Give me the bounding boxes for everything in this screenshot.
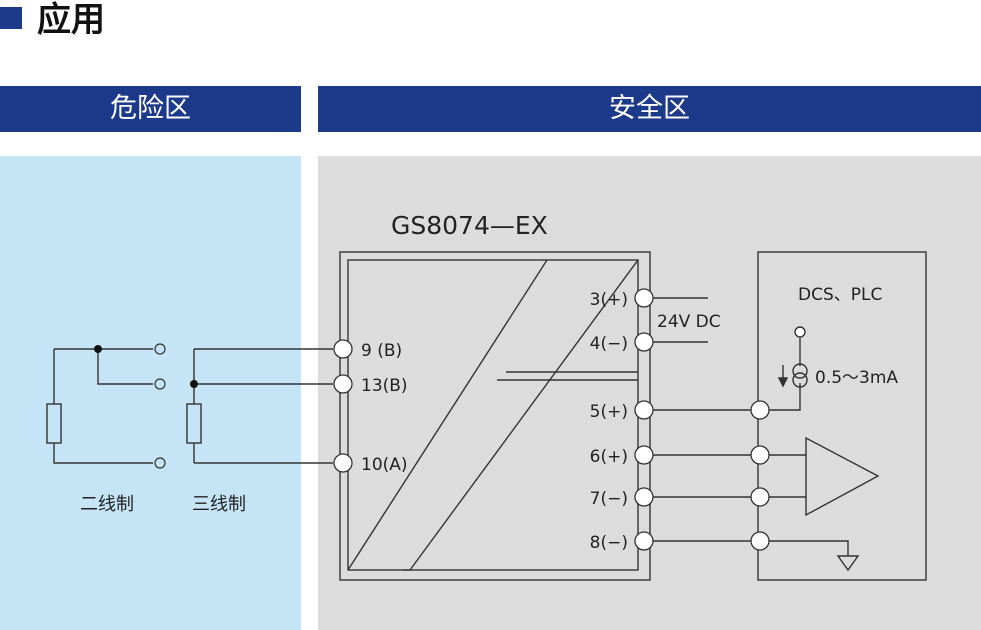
three-wire-label: 三线制 xyxy=(192,494,246,515)
terminal-9-label: 9 (B) xyxy=(361,341,402,361)
hazard-zone-header: 危险区 xyxy=(0,86,301,132)
two-wire-label: 二线制 xyxy=(80,494,134,515)
amplifier-triangle xyxy=(805,436,880,517)
terminal-4 xyxy=(634,332,654,352)
power-label: 24V DC xyxy=(657,312,721,332)
title-marker xyxy=(0,7,22,29)
hazard-zone-area xyxy=(0,156,301,630)
terminal-9 xyxy=(333,339,353,359)
terminal-6-label: 6(+) xyxy=(590,447,628,467)
two-wire-terminal xyxy=(154,378,166,390)
page-title: 应用 xyxy=(37,0,105,40)
terminal-13-label: 13(B) xyxy=(361,376,408,396)
three-wire-resistor xyxy=(186,403,202,444)
terminal-13 xyxy=(333,374,353,394)
dcs-terminal-5 xyxy=(750,400,770,420)
terminal-8-label: 8(−) xyxy=(590,533,628,553)
terminal-6 xyxy=(634,445,654,465)
terminal-7-label: 7(−) xyxy=(590,489,628,509)
two-wire-terminal xyxy=(154,457,166,469)
safe-zone-header: 安全区 xyxy=(318,86,981,132)
device-model-label: GS8074—EX xyxy=(391,211,548,240)
terminal-5 xyxy=(634,400,654,420)
isolation-barrier-left xyxy=(347,259,548,571)
dcs-label: DCS、PLC xyxy=(798,285,882,305)
dcs-node-icon xyxy=(794,326,806,338)
current-label: 0.5～3mA xyxy=(815,368,898,388)
terminal-3 xyxy=(634,288,654,308)
ground-icon xyxy=(836,555,860,572)
terminal-8 xyxy=(634,531,654,551)
dcs-terminal-8 xyxy=(750,531,770,551)
current-source-icon xyxy=(792,363,808,379)
junction-dot xyxy=(190,380,198,388)
current-arrow-icon xyxy=(777,377,789,388)
dcs-terminal-7 xyxy=(750,487,770,507)
two-wire-terminal xyxy=(154,343,166,355)
terminal-10-label: 10(A) xyxy=(361,455,408,475)
junction-dot xyxy=(94,345,102,353)
terminal-5-label: 5(+) xyxy=(590,402,628,422)
terminal-10 xyxy=(333,453,353,473)
terminal-7 xyxy=(634,487,654,507)
terminal-3-label: 3(+) xyxy=(590,290,628,310)
dcs-terminal-6 xyxy=(750,445,770,465)
two-wire-resistor xyxy=(46,403,62,444)
isolation-barrier-right xyxy=(409,259,639,571)
terminal-4-label: 4(−) xyxy=(590,334,628,354)
